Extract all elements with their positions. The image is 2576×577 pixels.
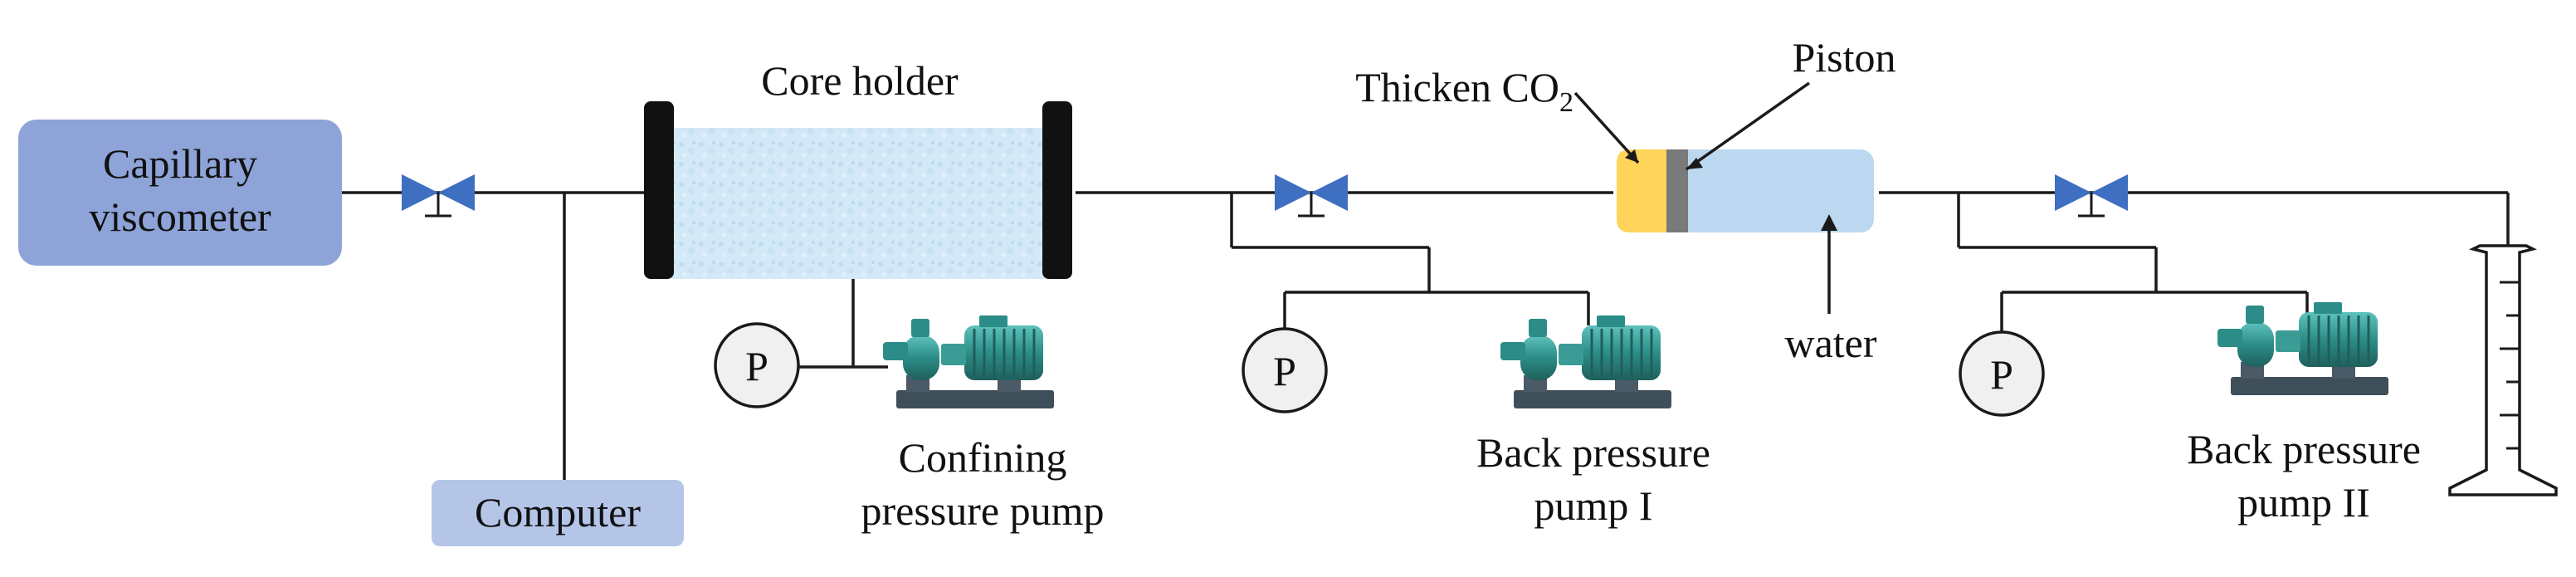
back-pressure-pump-2-icon bbox=[2216, 301, 2390, 397]
back-pressure-pump-2-label-line2: pump II bbox=[2237, 479, 2370, 526]
back-pressure-pump-1-label-line2: pump I bbox=[1534, 482, 1652, 529]
confining-pump-label-line1: Confining bbox=[899, 434, 1067, 481]
back-pressure-pump-2-label-line1: Back pressure bbox=[2187, 426, 2421, 472]
valve-1-icon bbox=[400, 173, 476, 218]
piston-label: Piston bbox=[1792, 34, 1895, 81]
capillary-viscometer-label-line2: viscometer bbox=[89, 193, 271, 240]
valve-3-icon bbox=[2053, 173, 2130, 218]
core-holder: Core holder bbox=[644, 57, 1072, 279]
piston-container bbox=[1617, 149, 1874, 232]
back-pressure-pump-1-icon bbox=[1499, 314, 1673, 410]
confining-pressure-pump-icon bbox=[881, 314, 1056, 410]
computer-label: Computer bbox=[475, 489, 641, 535]
valve-2-icon bbox=[1273, 173, 1349, 218]
pressure-gauge-1: P bbox=[714, 322, 800, 408]
pressure-gauge-2: P bbox=[1242, 327, 1328, 413]
water-label: water bbox=[1784, 320, 1876, 366]
gauge-2-symbol: P bbox=[1273, 348, 1296, 394]
gauge-3-symbol: P bbox=[1990, 351, 2013, 398]
core-holder-label: Core holder bbox=[761, 57, 959, 104]
computer: Computer bbox=[432, 480, 684, 546]
confining-pump-label-line2: pressure pump bbox=[861, 487, 1105, 534]
pressure-gauge-3: P bbox=[1959, 330, 2045, 417]
back-pressure-pump-1-label-line1: Back pressure bbox=[1476, 429, 1710, 476]
thicken-co2-label: Thicken CO2 bbox=[1355, 64, 1573, 118]
capillary-viscometer: Capillary viscometer bbox=[18, 120, 342, 266]
graduated-cylinder-icon bbox=[2448, 244, 2558, 496]
piping bbox=[342, 191, 2510, 506]
gauge-1-symbol: P bbox=[745, 343, 768, 389]
capillary-viscometer-label-line1: Capillary bbox=[103, 140, 257, 187]
